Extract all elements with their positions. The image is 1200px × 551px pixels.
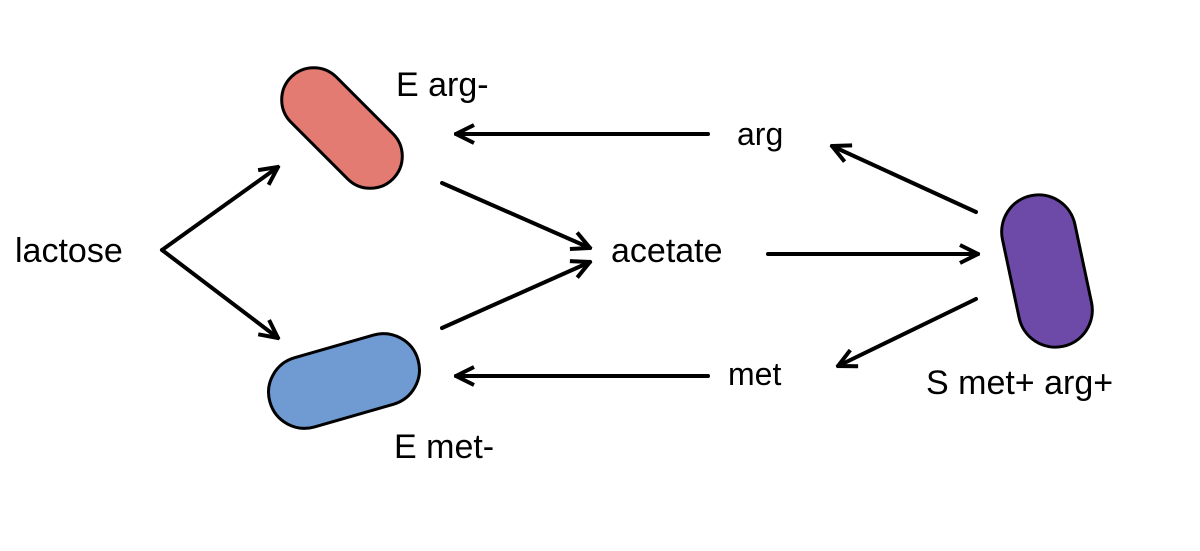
acetate-label: acetate [611, 232, 723, 270]
e-arg-label: E arg- [396, 66, 489, 104]
arrow-e-met-to-acetate [440, 262, 590, 330]
met-label: met [728, 356, 782, 392]
s-strain-label: S met+ arg+ [926, 364, 1114, 402]
e-met-cell [267, 332, 421, 430]
arrow-s-to-met [838, 297, 978, 366]
lactose-label: lactose [15, 232, 123, 270]
arrow-s-to-arg [832, 146, 978, 214]
arrow-lactose-to-e-arg [160, 167, 278, 252]
e-arg-cell [280, 66, 404, 190]
arg-label: arg [737, 116, 784, 152]
e-met-label: E met- [394, 428, 495, 466]
arrow-lactose-to-e-met [160, 248, 278, 338]
arrow-e-arg-to-acetate [440, 181, 590, 248]
s-met-arg-cell [1000, 193, 1094, 349]
